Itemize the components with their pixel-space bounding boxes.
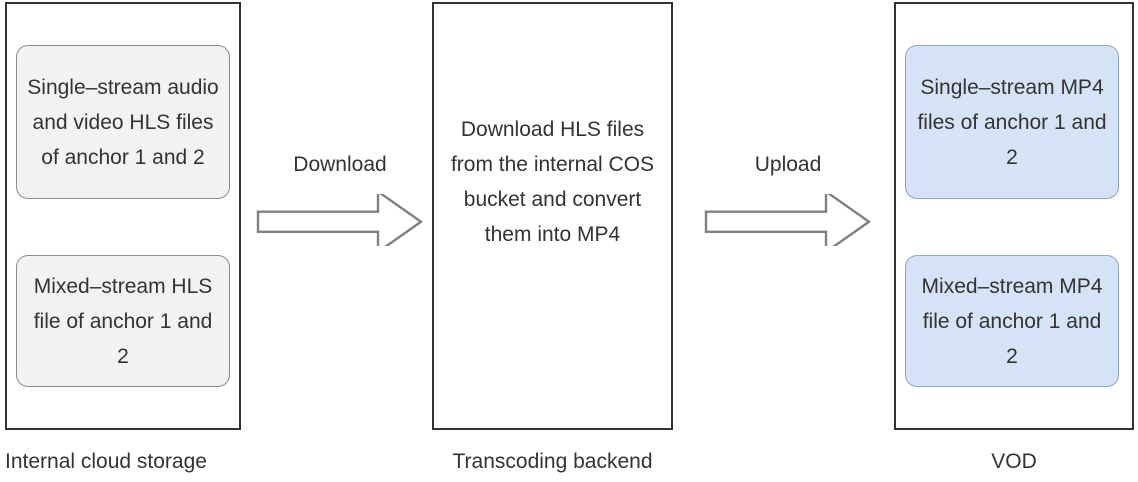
caption-vod: VOD xyxy=(991,450,1037,473)
transcoding-backend-body-text: Download HLS files from the internal COS… xyxy=(450,118,655,246)
node-mixed-stream-hls-label: Mixed–stream HLS file of anchor 1 and 2 xyxy=(33,274,213,368)
arrow-right-icon xyxy=(256,194,424,246)
node-mixed-stream-mp4-label: Mixed–stream MP4 file of anchor 1 and 2 xyxy=(921,274,1103,368)
container-vod: Single–stream MP4 files of anchor 1 and … xyxy=(894,2,1134,430)
upload-arrow: Upload xyxy=(704,150,872,246)
arrow-right-icon xyxy=(704,194,872,246)
caption-internal-cloud-storage: Internal cloud storage xyxy=(5,450,207,473)
node-single-stream-mp4: Single–stream MP4 files of anchor 1 and … xyxy=(905,45,1119,199)
download-arrow: Download xyxy=(256,150,424,246)
node-single-stream-hls: Single–stream audio and video HLS files … xyxy=(16,45,230,199)
upload-arrow-label: Upload xyxy=(754,153,822,176)
node-mixed-stream-hls: Mixed–stream HLS file of anchor 1 and 2 xyxy=(16,255,230,387)
node-mixed-stream-mp4: Mixed–stream MP4 file of anchor 1 and 2 xyxy=(905,255,1119,387)
container-transcoding-backend: Download HLS files from the internal COS… xyxy=(432,2,673,430)
container-internal-cloud-storage: Single–stream audio and video HLS files … xyxy=(5,2,241,430)
caption-transcoding-backend: Transcoding backend xyxy=(452,450,653,473)
download-arrow-label: Download xyxy=(293,153,387,176)
node-single-stream-hls-label: Single–stream audio and video HLS files … xyxy=(27,75,219,169)
node-single-stream-mp4-label: Single–stream MP4 files of anchor 1 and … xyxy=(917,75,1107,169)
